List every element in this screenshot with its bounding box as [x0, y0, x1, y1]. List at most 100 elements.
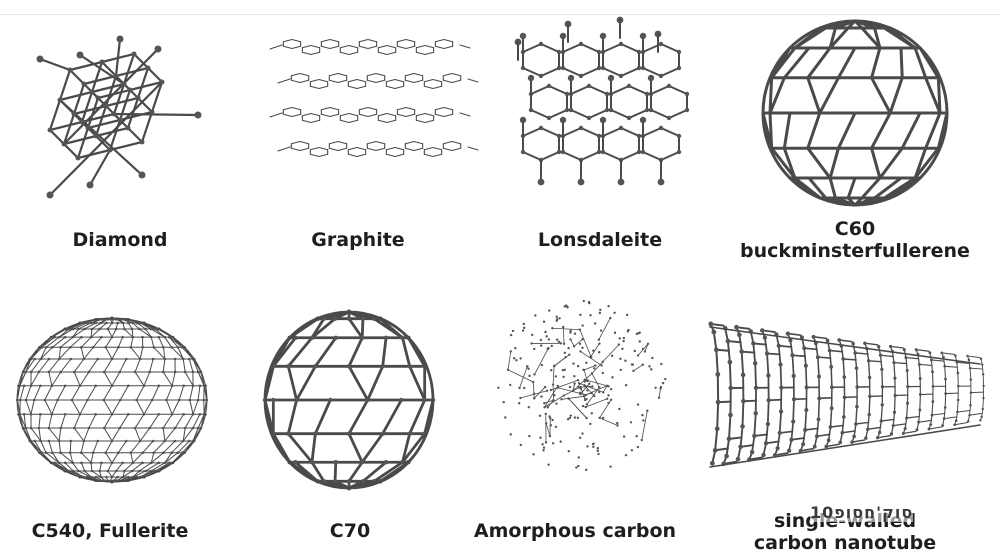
- atom: [752, 433, 757, 439]
- bond: [366, 79, 377, 84]
- bond: [48, 440, 53, 454]
- atom: [518, 386, 521, 390]
- bond: [119, 358, 127, 373]
- atom: [196, 398, 200, 402]
- bond: [459, 44, 471, 49]
- atom: [607, 401, 610, 405]
- bond: [358, 113, 369, 118]
- atom: [867, 375, 872, 380]
- atom: [650, 368, 653, 371]
- bond: [415, 112, 426, 117]
- atom: [116, 35, 124, 43]
- atom: [824, 444, 829, 449]
- atom: [555, 318, 559, 321]
- bond: [812, 336, 828, 340]
- bond: [778, 410, 782, 434]
- bond: [367, 113, 378, 118]
- bond: [790, 420, 795, 441]
- atom: [332, 479, 338, 484]
- bond: [853, 423, 857, 438]
- atom: [607, 304, 610, 308]
- atom: [131, 321, 135, 325]
- bond: [573, 338, 583, 347]
- bond: [84, 322, 97, 330]
- bond: [38, 358, 50, 373]
- atom: [539, 338, 543, 342]
- bond: [930, 359, 934, 373]
- atom: [979, 357, 983, 361]
- bond: [150, 462, 166, 472]
- atom: [532, 380, 535, 384]
- bond: [142, 440, 154, 454]
- atom: [618, 73, 624, 79]
- atom: [63, 412, 67, 416]
- atom: [559, 32, 567, 40]
- bond: [277, 78, 291, 84]
- atom: [562, 375, 565, 379]
- bond: [182, 427, 186, 442]
- atom: [523, 386, 526, 390]
- bond: [105, 440, 113, 454]
- bond: [881, 368, 884, 388]
- atom: [549, 417, 552, 420]
- atom: [87, 370, 91, 374]
- atom: [293, 335, 298, 340]
- bond: [71, 399, 81, 415]
- atom: [838, 440, 843, 445]
- atom: [57, 357, 61, 361]
- atom: [176, 451, 180, 455]
- bond: [828, 146, 840, 180]
- atom: [104, 451, 107, 455]
- atom: [579, 313, 582, 317]
- bond: [58, 346, 71, 360]
- atom: [613, 311, 616, 314]
- atom: [581, 432, 584, 435]
- atom: [969, 391, 973, 394]
- atom: [635, 434, 638, 438]
- atom: [596, 49, 602, 55]
- bond: [356, 85, 367, 90]
- atom: [917, 420, 921, 424]
- bond: [828, 176, 837, 200]
- bond: [318, 153, 329, 158]
- bond: [641, 410, 648, 441]
- bond: [803, 347, 807, 367]
- bond: [290, 140, 301, 145]
- atom: [528, 374, 531, 378]
- atom: [892, 361, 896, 365]
- atom: [89, 461, 93, 465]
- atom: [547, 463, 550, 466]
- bond: [128, 80, 164, 92]
- bond: [99, 462, 102, 472]
- atom: [617, 343, 621, 346]
- bond: [905, 356, 908, 372]
- bond: [291, 38, 302, 43]
- atom: [576, 416, 580, 419]
- atom: [581, 324, 584, 327]
- bond: [591, 361, 604, 374]
- bond: [642, 151, 662, 161]
- bond: [269, 112, 283, 118]
- atom: [601, 391, 605, 394]
- label-c60-line1: C60: [834, 218, 876, 240]
- bond: [73, 413, 81, 429]
- atom: [593, 322, 597, 325]
- atom: [633, 349, 636, 353]
- c540-icon: [16, 316, 208, 484]
- bond: [906, 369, 909, 388]
- atom: [855, 404, 859, 409]
- atom: [125, 125, 131, 131]
- atom: [116, 475, 119, 479]
- bond: [347, 146, 358, 151]
- bond: [150, 336, 155, 348]
- atom: [555, 315, 558, 318]
- atom: [138, 357, 142, 361]
- bond: [138, 328, 152, 338]
- atom: [534, 314, 537, 317]
- bond: [90, 60, 104, 94]
- atom: [658, 73, 664, 79]
- bond: [854, 352, 869, 355]
- atom: [617, 178, 625, 186]
- bond: [103, 413, 113, 429]
- atom: [564, 91, 570, 97]
